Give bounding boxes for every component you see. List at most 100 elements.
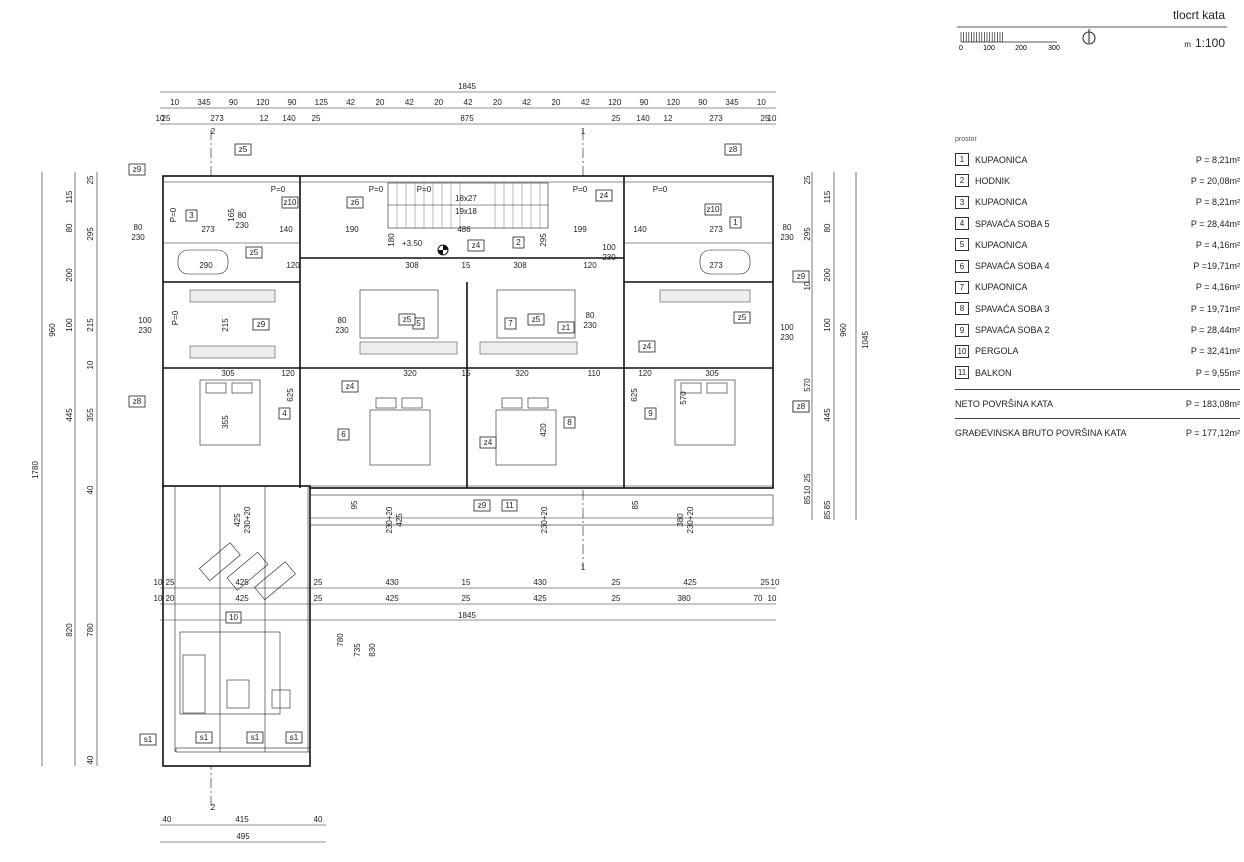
opening-height: 230 [335,326,349,335]
legend-room-area: P = 32,41m² [1190,346,1240,357]
opening-height: 230 [602,253,616,262]
bottom-dimension: 25 [314,578,323,587]
bottom-dimension: 425 [533,594,547,603]
right-dimension: 85 [803,495,812,504]
top-dimension: 90 [640,98,649,107]
room-number: 2 [516,238,521,247]
opening-width: 80 [586,311,595,320]
plan-title: tlocrt kata [1172,8,1225,22]
room-number-box [644,407,657,420]
bottom-dimension: 380 [677,594,691,603]
window-tag: z10 [707,205,720,214]
room-number-box [563,416,576,429]
top-dimension: 10 [768,114,777,123]
window-tag: z9 [797,272,806,281]
left-dimension: 200 [65,268,74,282]
legend-room-area: P =19,71m² [1193,261,1240,272]
window-tag: z5 [738,313,747,322]
opening-height: 230 [780,233,794,242]
room-number: 4 [282,409,287,418]
window-tag-box [557,321,575,334]
top-dimension: 25 [761,114,770,123]
window-tag-box [638,340,656,353]
legend-room-number: 2 [955,174,969,188]
parapet-tag: P=0 [271,185,286,194]
opening-width: 80 [338,316,347,325]
room-number: 9 [648,409,653,418]
room-number-box [512,236,525,249]
right-960-dimension: 960 [839,323,848,337]
bottom-dimension: 10 [154,578,163,587]
inner-dimension: 120 [281,369,295,378]
legend-room-number: 7 [955,280,969,294]
legend-room-name: PERGOLA [975,346,1019,357]
top-dimension: 90 [288,98,297,107]
top-dimension: 42 [581,98,590,107]
window-tag-box [346,196,364,209]
window-tag: z5 [532,315,541,324]
bottom-dimension: 25 [462,594,471,603]
window-tag: z5 [250,248,259,257]
right-dimension: 570 [803,378,812,392]
window-tag-box [473,499,491,512]
room-number: 1 [733,218,738,227]
legend-room-number: 3 [955,195,969,209]
inner-dimension: 230+20 [243,506,252,533]
inner-dimension: 290 [199,261,213,270]
top-dimension: 140 [282,114,296,123]
legend-room-number: 11 [955,366,969,380]
window-tag-box [285,731,303,744]
scalebar-label: 300 [1048,45,1060,52]
legend-room-area: P = 19,71m² [1190,303,1240,314]
legend-room-name: SPAVAĆA SOBA 4 [975,261,1050,272]
window-tag: z4 [484,438,493,447]
building-shell [162,175,774,767]
window-tag-box [341,380,359,393]
opening-height: 230 [235,221,249,230]
room-number: 3 [189,211,194,220]
bathtub-icon [699,249,751,275]
inner-dimension: 273 [709,225,723,234]
scalebar-label: 200 [1015,45,1027,52]
inner-dimension: 15 [462,261,471,270]
parapet-tag: P=0 [369,185,384,194]
inner-dimension: 780 [336,633,345,647]
window-tag-box [252,318,270,331]
window-tag: z5 [403,315,412,324]
top-dimension: 273 [709,114,723,123]
room-number-box [504,317,517,330]
inner-dimension: 199 [573,225,587,234]
window-tag: z10 [284,198,297,207]
right-dimension: 445 [823,408,832,422]
top-total-dimension: 1845 [458,82,476,91]
right-dimension: 85 [823,500,832,509]
top-dimension: 25 [162,114,171,123]
window-tag-box [792,270,810,283]
window-tag-box [792,400,810,413]
left-dimension: 115 [65,190,74,203]
top-dimension: 42 [464,98,473,107]
top-dimension: 20 [552,98,561,107]
window-tag: z4 [600,191,609,200]
left-dimension: 10 [86,360,95,369]
right-dimension-labels: 1045960115802001004458585295570251085102… [803,175,870,519]
inner-dimension: 140 [279,225,293,234]
inner-dimension: 320 [515,369,529,378]
legend-room-name: SPAVAĆA SOBA 2 [975,325,1050,336]
opening-width: 100 [138,316,152,325]
window-tag: z9 [257,320,266,329]
inner-dimension: 570 [679,391,688,405]
legend-room-area: P = 28,44m² [1190,325,1240,336]
legend-room-name: KUPAONICA [975,154,1028,165]
right-total-dimension: 1045 [861,331,870,349]
top-dimension: 20 [376,98,385,107]
top-dimension: 10 [156,114,165,123]
section-mark: 2 [211,127,216,136]
bathtub-icon [177,249,229,275]
